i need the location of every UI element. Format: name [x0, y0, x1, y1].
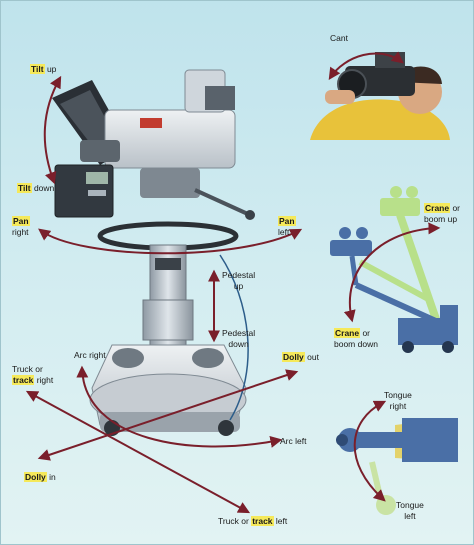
- label-tilt-up: Tilt up: [30, 64, 56, 75]
- label-tilt-down-keyword: Tilt: [17, 183, 32, 193]
- label-pedestal-down-line1: Pedestal: [222, 328, 256, 338]
- label-pan-right: Pan right: [12, 216, 30, 238]
- tongue-arrow: [353, 400, 387, 502]
- label-crane-up-rest2: boom up: [424, 214, 458, 224]
- arc-arrow: [76, 365, 283, 448]
- pan-arrow: [38, 228, 303, 255]
- label-crane-up-keyword: Crane: [424, 203, 451, 213]
- crane-arrow: [343, 222, 441, 323]
- label-pedestal-down-line2: down: [228, 339, 249, 349]
- label-truck-left-keyword: track: [251, 516, 274, 526]
- label-pan-right-rest: right: [12, 227, 29, 237]
- label-cant-text: Cant: [330, 33, 348, 43]
- label-tongue-right: Tongue right: [384, 390, 412, 412]
- label-tilt-up-rest: up: [44, 64, 57, 74]
- label-pan-left-keyword: Pan: [278, 216, 296, 226]
- label-truck-left: Truck or track left: [218, 516, 287, 527]
- tilt-arrow: [43, 75, 62, 185]
- label-dolly-out: Dolly out: [282, 352, 319, 363]
- label-dolly-out-keyword: Dolly: [282, 352, 305, 362]
- label-pan-right-keyword: Pan: [12, 216, 30, 226]
- label-arc-left-text: Arc left: [280, 436, 307, 446]
- label-pedestal-up-line2: up: [233, 281, 244, 291]
- label-tongue-left-line1: Tongue: [396, 500, 424, 510]
- label-truck-right-line1: Truck or: [12, 364, 43, 374]
- label-arc-right-text: Arc right: [74, 350, 106, 360]
- label-dolly-in-keyword: Dolly: [24, 472, 47, 482]
- label-arc-right: Arc right: [74, 350, 106, 361]
- label-dolly-in: Dolly in: [24, 472, 56, 483]
- label-pan-left: Pan left: [278, 216, 296, 238]
- label-truck-right-keyword: track: [12, 375, 35, 385]
- label-arc-left: Arc left: [280, 436, 306, 447]
- label-crane-up-rest1: or: [450, 203, 461, 213]
- label-pedestal-up-line1: Pedestal: [222, 270, 256, 280]
- label-crane-up: Crane or boom up: [424, 203, 460, 225]
- label-crane-down-rest1: or: [360, 328, 371, 338]
- label-dolly-in-rest: in: [46, 472, 56, 482]
- cant-arrow: [328, 51, 404, 81]
- label-truck-left-pre: Truck or: [218, 516, 252, 526]
- label-pedestal-up: Pedestal up: [222, 270, 255, 292]
- label-tongue-left-line2: left: [404, 511, 416, 521]
- label-tilt-down: Tilt down: [17, 183, 54, 194]
- handheld-camera-operator-icon: [310, 52, 450, 140]
- label-tongue-left: Tongue left: [396, 500, 424, 522]
- label-truck-left-rest: left: [273, 516, 288, 526]
- movement-arrows: [25, 51, 441, 514]
- label-cant: Cant: [330, 33, 348, 44]
- label-truck-right: Truck or track right: [12, 364, 53, 386]
- truck-arrow: [25, 390, 251, 514]
- label-tilt-up-keyword: Tilt: [30, 64, 45, 74]
- label-truck-right-rest: right: [34, 375, 54, 385]
- label-tongue-right-line2: right: [389, 401, 407, 411]
- label-pedestal-down: Pedestal down: [222, 328, 255, 350]
- label-pan-left-rest: left: [278, 227, 290, 237]
- label-tilt-down-rest: down: [31, 183, 55, 193]
- label-crane-down: Crane or boom down: [334, 328, 378, 350]
- label-crane-down-rest2: boom down: [334, 339, 378, 349]
- label-crane-down-keyword: Crane: [334, 328, 361, 338]
- label-dolly-out-rest: out: [304, 352, 319, 362]
- label-tongue-right-line1: Tongue: [384, 390, 412, 400]
